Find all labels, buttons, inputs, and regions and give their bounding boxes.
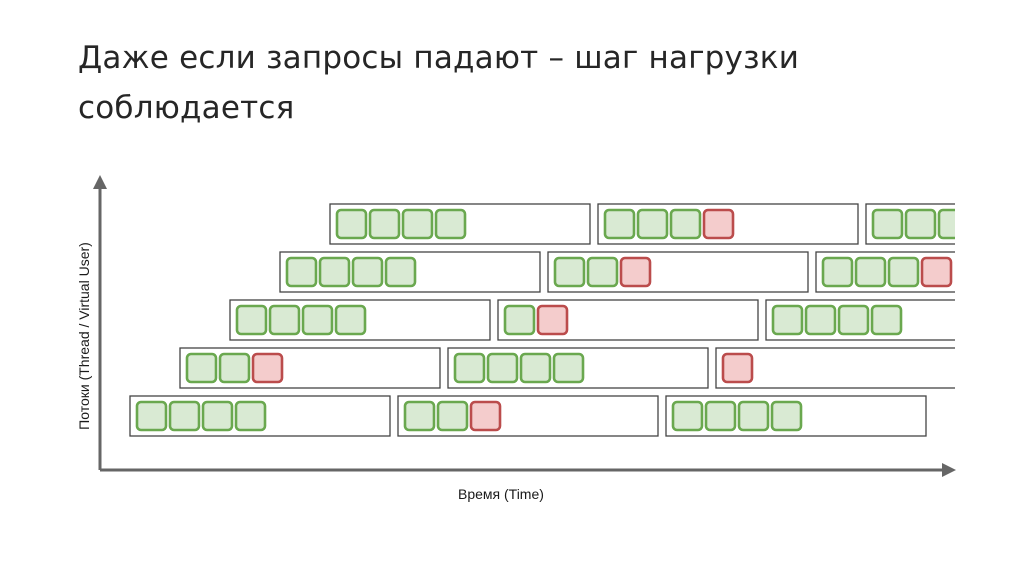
request-success-block xyxy=(771,304,804,336)
request-error-block xyxy=(619,256,652,288)
request-success-block xyxy=(904,208,937,240)
request-success-block xyxy=(603,208,636,240)
request-success-block xyxy=(351,256,384,288)
thread-row xyxy=(129,395,927,437)
request-success-block xyxy=(218,352,251,384)
request-success-block xyxy=(519,352,552,384)
request-success-block xyxy=(821,256,854,288)
thread-row xyxy=(229,299,955,341)
request-success-block xyxy=(671,400,704,432)
thread-row xyxy=(179,347,955,389)
request-success-block xyxy=(737,400,770,432)
request-success-block xyxy=(268,304,301,336)
request-success-block xyxy=(586,256,619,288)
request-success-block xyxy=(453,352,486,384)
request-success-block xyxy=(401,208,434,240)
request-success-block xyxy=(552,352,585,384)
request-success-block xyxy=(553,256,586,288)
request-error-block xyxy=(536,304,569,336)
request-success-block xyxy=(234,400,267,432)
request-success-block xyxy=(837,304,870,336)
request-success-block xyxy=(871,208,904,240)
request-success-block xyxy=(436,400,469,432)
request-success-block xyxy=(854,256,887,288)
request-success-block xyxy=(318,256,351,288)
request-success-block xyxy=(434,208,467,240)
slide-title-line-1: Даже если запросы падают – шаг нагрузки xyxy=(78,40,800,76)
request-success-block xyxy=(636,208,669,240)
x-axis-label: Время (Time) xyxy=(458,486,544,502)
y-axis-label: Потоки (Thread / Virtual User) xyxy=(76,242,92,430)
request-success-block xyxy=(334,304,367,336)
request-success-block xyxy=(301,304,334,336)
x-axis-arrowhead xyxy=(942,463,956,477)
request-success-block xyxy=(168,400,201,432)
thread-rows xyxy=(129,203,955,437)
request-success-block xyxy=(887,256,920,288)
request-success-block xyxy=(870,304,903,336)
request-success-block xyxy=(770,400,803,432)
request-error-block xyxy=(920,256,953,288)
request-error-block xyxy=(469,400,502,432)
request-success-block xyxy=(669,208,702,240)
request-success-block xyxy=(384,256,417,288)
request-success-block xyxy=(201,400,234,432)
request-success-block xyxy=(285,256,318,288)
request-success-block xyxy=(235,304,268,336)
y-axis-arrowhead xyxy=(93,175,107,189)
request-error-block xyxy=(721,352,754,384)
iteration-box xyxy=(715,347,955,389)
request-success-block xyxy=(403,400,436,432)
thread-row xyxy=(329,203,955,245)
request-error-block xyxy=(702,208,735,240)
request-success-block xyxy=(135,400,168,432)
request-success-block xyxy=(335,208,368,240)
request-success-block xyxy=(503,304,536,336)
request-success-block xyxy=(486,352,519,384)
request-success-block xyxy=(704,400,737,432)
request-success-block xyxy=(937,208,955,240)
request-error-block xyxy=(251,352,284,384)
slide-title-line-2: соблюдается xyxy=(78,90,295,126)
request-success-block xyxy=(185,352,218,384)
request-success-block xyxy=(368,208,401,240)
thread-row xyxy=(279,251,955,293)
request-success-block xyxy=(804,304,837,336)
